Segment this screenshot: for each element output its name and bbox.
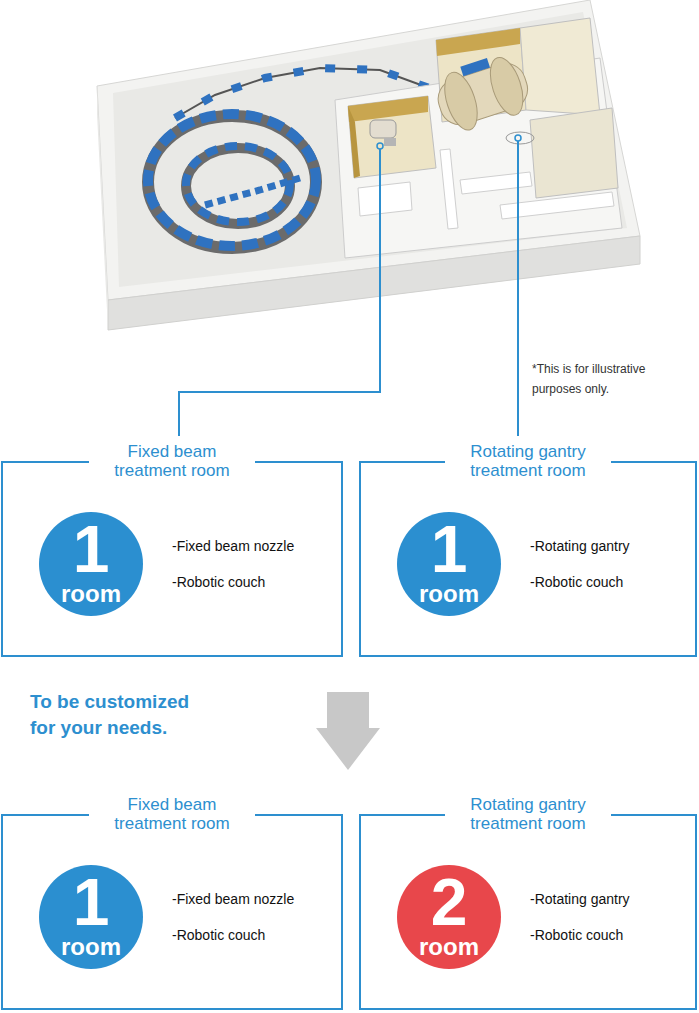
leader-line [517, 141, 519, 436]
feature-item: -Robotic couch [172, 573, 265, 591]
slab-floor [113, 12, 627, 287]
room-box: Fixed beam treatment room-Fixed beam noz… [1, 461, 343, 657]
injector-line [205, 178, 300, 205]
feature-item: -Fixed beam nozzle [172, 537, 294, 555]
note-heading: To be customized for your needs. [30, 689, 210, 741]
room-count: 1 [431, 522, 468, 576]
room-unit: room [419, 582, 479, 606]
wall [440, 149, 458, 229]
room-count: 2 [431, 875, 468, 929]
slab-side [97, 86, 108, 330]
couch-symbol [506, 132, 534, 144]
fixed-room-wall [348, 96, 428, 122]
gantry-room-floor-2 [520, 18, 600, 115]
nozzle-symbol [370, 120, 396, 138]
leader-dot [515, 135, 521, 141]
room-count-circle: 2 room [397, 865, 501, 969]
room-count: 1 [73, 522, 110, 576]
wall [460, 172, 532, 194]
feature-item: -Robotic couch [172, 926, 265, 944]
room-heading: Rotating gantry treatment room [445, 442, 611, 480]
ring-magnets [148, 114, 316, 246]
feature-item: -Rotating gantry [530, 537, 630, 555]
room-heading: Fixed beam treatment room [89, 795, 255, 833]
feature-item: -Robotic couch [530, 926, 623, 944]
room-box: Rotating gantry treatment room-Rotating … [359, 814, 697, 1010]
couch-symbol [384, 138, 396, 146]
down-arrow [316, 692, 380, 770]
room-box: Rotating gantry treatment room-Rotating … [359, 461, 697, 657]
feature-item: -Rotating gantry [530, 890, 630, 908]
fixed-room-floor [348, 96, 436, 178]
feature-item: -Robotic couch [530, 573, 623, 591]
fixed-room-wall-side [348, 106, 360, 178]
gantry-symbol [430, 49, 535, 137]
room-count-circle: 1 room [39, 865, 143, 969]
gantry-room-lower [530, 108, 618, 198]
room-count: 1 [73, 875, 110, 929]
feature-item: -Fixed beam nozzle [172, 890, 294, 908]
room-unit: room [61, 582, 121, 606]
room-heading: Fixed beam treatment room [89, 442, 255, 480]
room-unit: room [61, 935, 121, 959]
room-unit: room [419, 935, 479, 959]
wall [358, 182, 412, 216]
room-box: Fixed beam treatment room-Fixed beam noz… [1, 814, 343, 1010]
room-count-circle: 1 room [39, 512, 143, 616]
gantry-room-wall [436, 28, 520, 56]
room-count-circle: 1 room [397, 512, 501, 616]
leader-dot [377, 143, 383, 149]
leader-line [179, 149, 380, 436]
footnote: *This is for illustrative purposes only. [532, 359, 694, 399]
room-heading: Rotating gantry treatment room [445, 795, 611, 833]
